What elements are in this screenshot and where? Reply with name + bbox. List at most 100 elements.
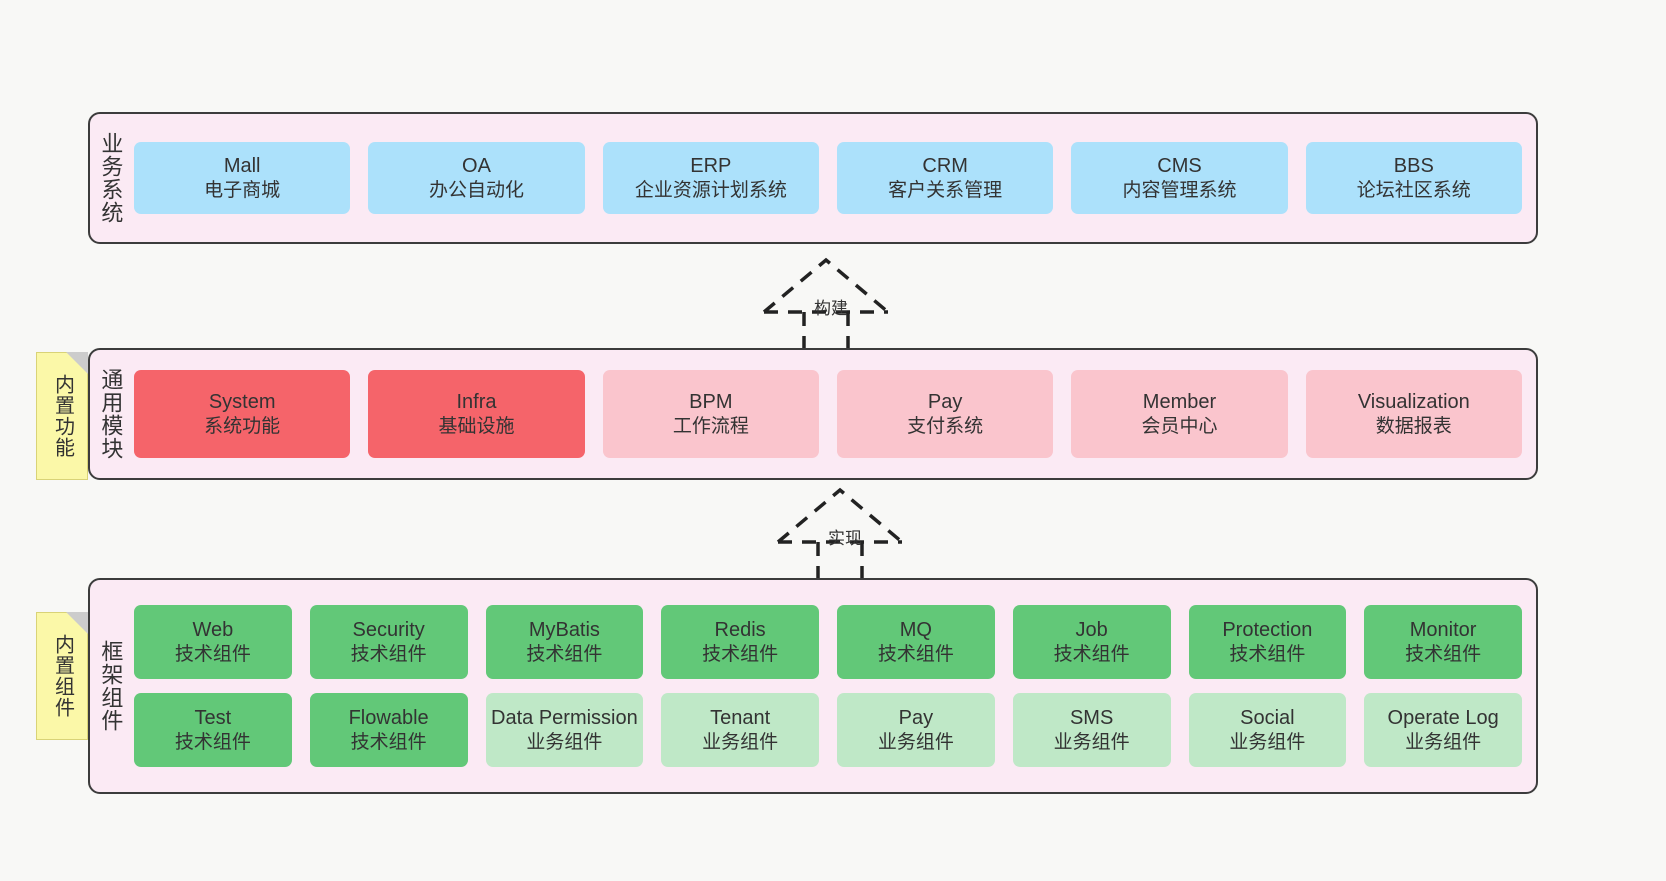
node-mybatis-cn: 技术组件	[526, 643, 603, 665]
node-mq-en: MQ	[899, 618, 932, 641]
node-sms-en: SMS	[1069, 706, 1114, 729]
node-bpm[interactable]: BPM 工作流程	[602, 370, 819, 458]
note-builtin-components: 内置组件	[36, 612, 88, 740]
node-web[interactable]: Web 技术组件	[134, 605, 292, 679]
node-sms[interactable]: SMS 业务组件	[1012, 693, 1171, 767]
connector-build-arrow-icon	[762, 257, 890, 360]
node-social-en: Social	[1240, 706, 1295, 729]
layer-framework-components: 框架组件 Web 技术组件 Security 技术组件 MyBatis 技术组件…	[88, 578, 1538, 794]
note-builtin-components-label: 内置组件	[51, 634, 74, 718]
node-operate-log[interactable]: Operate Log 业务组件	[1364, 693, 1522, 767]
node-pay-module-en: Pay	[927, 390, 963, 413]
node-security-cn: 技术组件	[350, 643, 427, 665]
layer-business-label: 业务系统	[98, 132, 124, 224]
modules-node-row: System 系统功能 Infra 基础设施 BPM 工作流程 Pay 支付系统…	[134, 370, 1522, 458]
node-bpm-cn: 工作流程	[672, 415, 749, 437]
node-oa-cn: 办公自动化	[428, 179, 524, 201]
node-job-en: Job	[1075, 618, 1108, 641]
node-member[interactable]: Member 会员中心	[1071, 370, 1288, 458]
node-sms-cn: 业务组件	[1053, 731, 1130, 753]
node-bbs[interactable]: BBS 论坛社区系统	[1305, 142, 1522, 214]
node-mall-en: Mall	[223, 154, 261, 177]
node-test[interactable]: Test 技术组件	[134, 693, 292, 767]
node-crm-en: CRM	[922, 154, 968, 177]
layer-business-systems: 业务系统 Mall 电子商城 OA 办公自动化 ERP 企业资源计划系统 CRM	[88, 112, 1538, 244]
connector-build: 构建	[726, 250, 926, 360]
node-mybatis-en: MyBatis	[528, 618, 600, 641]
node-pay-module[interactable]: Pay 支付系统	[836, 370, 1054, 458]
framework-row-business: Test 技术组件 Flowable 技术组件 Data Permission …	[134, 693, 1522, 767]
node-mq-cn: 技术组件	[877, 643, 954, 665]
node-flowable-cn: 技术组件	[350, 731, 427, 753]
node-redis-cn: 技术组件	[702, 643, 779, 665]
node-security[interactable]: Security 技术组件	[309, 605, 468, 679]
node-crm-cn: 客户关系管理	[888, 179, 1003, 201]
node-system[interactable]: System 系统功能	[134, 370, 351, 458]
node-pay-component[interactable]: Pay 业务组件	[837, 693, 995, 767]
connector-implement-label: 实现	[828, 529, 862, 548]
layer-framework-body: Web 技术组件 Security 技术组件 MyBatis 技术组件 Redi…	[130, 580, 1536, 792]
node-cms-cn: 内容管理系统	[1122, 179, 1237, 201]
node-social[interactable]: Social 业务组件	[1188, 693, 1347, 767]
node-monitor-en: Monitor	[1409, 618, 1477, 641]
node-protection-en: Protection	[1222, 618, 1313, 641]
node-social-cn: 业务组件	[1229, 731, 1306, 753]
node-test-cn: 技术组件	[174, 731, 251, 753]
connector-build-label: 构建	[814, 299, 848, 318]
node-infra-en: Infra	[456, 390, 497, 413]
node-visualization[interactable]: Visualization 数据报表	[1305, 370, 1522, 458]
node-job[interactable]: Job 技术组件	[1012, 605, 1171, 679]
node-security-en: Security	[352, 618, 425, 641]
node-pay-module-cn: 支付系统	[907, 415, 984, 437]
node-erp[interactable]: ERP 企业资源计划系统	[602, 142, 819, 214]
layer-common-modules: 通用模块 System 系统功能 Infra 基础设施 BPM 工作流程 Pay	[88, 348, 1538, 480]
node-infra[interactable]: Infra 基础设施	[368, 370, 585, 458]
node-oa-en: OA	[462, 154, 491, 177]
node-system-cn: 系统功能	[204, 415, 281, 437]
framework-row-tech: Web 技术组件 Security 技术组件 MyBatis 技术组件 Redi…	[134, 605, 1522, 679]
node-crm[interactable]: CRM 客户关系管理	[836, 142, 1054, 214]
node-flowable-en: Flowable	[348, 706, 429, 729]
node-member-cn: 会员中心	[1141, 415, 1218, 437]
node-operate-log-en: Operate Log	[1387, 706, 1499, 729]
node-pay-component-cn: 业务组件	[877, 731, 954, 753]
node-mall-cn: 电子商城	[204, 179, 281, 201]
node-mybatis[interactable]: MyBatis 技术组件	[485, 605, 644, 679]
node-tenant-cn: 业务组件	[702, 731, 779, 753]
note-builtin-functions: 内置功能	[36, 352, 88, 480]
node-erp-cn: 企业资源计划系统	[634, 179, 787, 201]
node-mall[interactable]: Mall 电子商城	[134, 142, 351, 214]
node-monitor[interactable]: Monitor 技术组件	[1364, 605, 1522, 679]
node-protection[interactable]: Protection 技术组件	[1188, 605, 1347, 679]
node-mq[interactable]: MQ 技术组件	[837, 605, 995, 679]
connector-implement: 实现	[740, 480, 940, 590]
node-erp-en: ERP	[690, 154, 732, 177]
node-data-permission-cn: 业务组件	[526, 731, 603, 753]
node-visualization-en: Visualization	[1357, 390, 1470, 413]
node-infra-cn: 基础设施	[438, 415, 515, 437]
note-builtin-functions-label: 内置功能	[51, 374, 74, 458]
node-tenant[interactable]: Tenant 业务组件	[661, 693, 819, 767]
node-redis-en: Redis	[714, 618, 766, 641]
node-monitor-cn: 技术组件	[1405, 643, 1482, 665]
node-member-en: Member	[1142, 390, 1217, 413]
node-oa[interactable]: OA 办公自动化	[368, 142, 585, 214]
node-protection-cn: 技术组件	[1229, 643, 1306, 665]
node-operate-log-cn: 业务组件	[1405, 731, 1482, 753]
node-system-en: System	[208, 390, 276, 413]
node-data-permission[interactable]: Data Permission 业务组件	[485, 693, 644, 767]
node-web-en: Web	[192, 618, 234, 641]
node-web-cn: 技术组件	[174, 643, 251, 665]
node-cms[interactable]: CMS 内容管理系统	[1071, 142, 1288, 214]
node-bbs-cn: 论坛社区系统	[1356, 179, 1471, 201]
node-redis[interactable]: Redis 技术组件	[661, 605, 819, 679]
layer-business-body: Mall 电子商城 OA 办公自动化 ERP 企业资源计划系统 CRM 客户关系…	[130, 114, 1536, 242]
layer-framework-label: 框架组件	[98, 640, 124, 732]
node-pay-component-en: Pay	[898, 706, 934, 729]
node-flowable[interactable]: Flowable 技术组件	[309, 693, 468, 767]
layer-modules-label: 通用模块	[98, 368, 124, 460]
layer-modules-body: System 系统功能 Infra 基础设施 BPM 工作流程 Pay 支付系统…	[130, 350, 1536, 478]
node-cms-en: CMS	[1157, 154, 1202, 177]
business-node-row: Mall 电子商城 OA 办公自动化 ERP 企业资源计划系统 CRM 客户关系…	[134, 142, 1522, 214]
